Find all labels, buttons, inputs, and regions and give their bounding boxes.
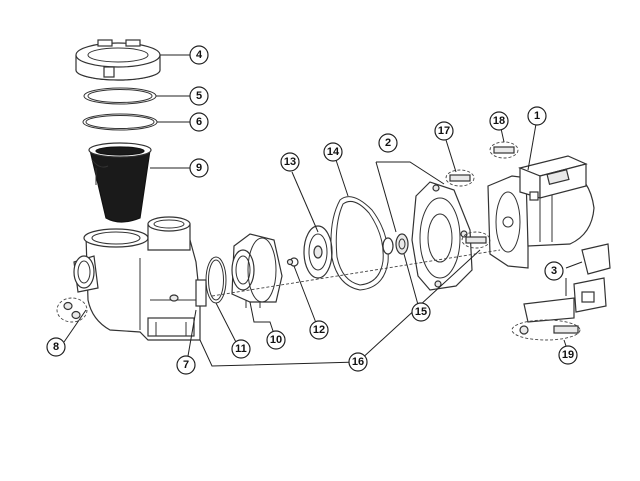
callout-8: 8 (46, 337, 66, 357)
svg-text:4: 4 (196, 49, 203, 61)
svg-text:18: 18 (493, 115, 505, 127)
callout-11: 11 (231, 339, 251, 359)
callout-12: 12 (309, 320, 329, 340)
svg-text:6: 6 (196, 116, 202, 128)
seal-plate-bolt-part (445, 169, 491, 249)
callout-16: 16 (348, 352, 368, 372)
callout-5: 5 (189, 86, 209, 106)
callout-17: 17 (434, 121, 454, 141)
svg-text:16: 16 (352, 356, 364, 368)
svg-text:9: 9 (196, 162, 202, 174)
callout-4: 4 (189, 45, 209, 65)
svg-text:15: 15 (415, 306, 427, 318)
lid-gasket-part (82, 113, 158, 131)
callout-9: 9 (189, 158, 209, 178)
drain-plug-part (56, 297, 88, 323)
callout-1: 1 (527, 106, 547, 126)
svg-text:11: 11 (235, 343, 247, 355)
leader-lines (63, 54, 583, 367)
callout-6: 6 (189, 112, 209, 132)
svg-text:8: 8 (53, 341, 59, 353)
lid-ring-part (75, 39, 161, 81)
svg-text:13: 13 (284, 156, 296, 168)
diffuser-o-ring-part (205, 256, 227, 304)
motor-support-part (523, 243, 611, 323)
svg-text:14: 14 (327, 146, 340, 158)
seal-plate-part (411, 181, 473, 291)
svg-text:10: 10 (270, 334, 282, 346)
svg-text:19: 19 (562, 349, 574, 361)
svg-text:7: 7 (183, 359, 189, 371)
motor-bolt-part (489, 141, 519, 159)
callout-15: 15 (411, 302, 431, 322)
callout-18: 18 (489, 111, 509, 131)
strainer-basket-part (88, 142, 152, 223)
svg-text:17: 17 (438, 125, 450, 137)
svg-text:2: 2 (385, 137, 391, 149)
pump-housing-part (73, 216, 207, 341)
callout-10: 10 (266, 330, 286, 350)
callout-13: 13 (280, 152, 300, 172)
motor-part (487, 155, 595, 269)
housing-bolt-part (211, 249, 501, 297)
callout-2: 2 (378, 133, 398, 153)
lid-o-ring-part (83, 87, 157, 105)
bracket-screw-part (511, 319, 581, 341)
callout-19: 19 (558, 345, 578, 365)
seal-plate-gasket-part (330, 196, 389, 291)
svg-text:1: 1 (534, 110, 540, 122)
impeller-part (289, 225, 333, 279)
callout-3: 3 (544, 261, 564, 281)
callout-14: 14 (323, 142, 343, 162)
svg-text:12: 12 (313, 324, 325, 336)
shaft-seal-part (382, 233, 409, 255)
callout-7: 7 (176, 355, 196, 375)
diffuser-part (231, 233, 283, 308)
svg-text:5: 5 (196, 90, 202, 102)
svg-text:3: 3 (551, 265, 557, 277)
